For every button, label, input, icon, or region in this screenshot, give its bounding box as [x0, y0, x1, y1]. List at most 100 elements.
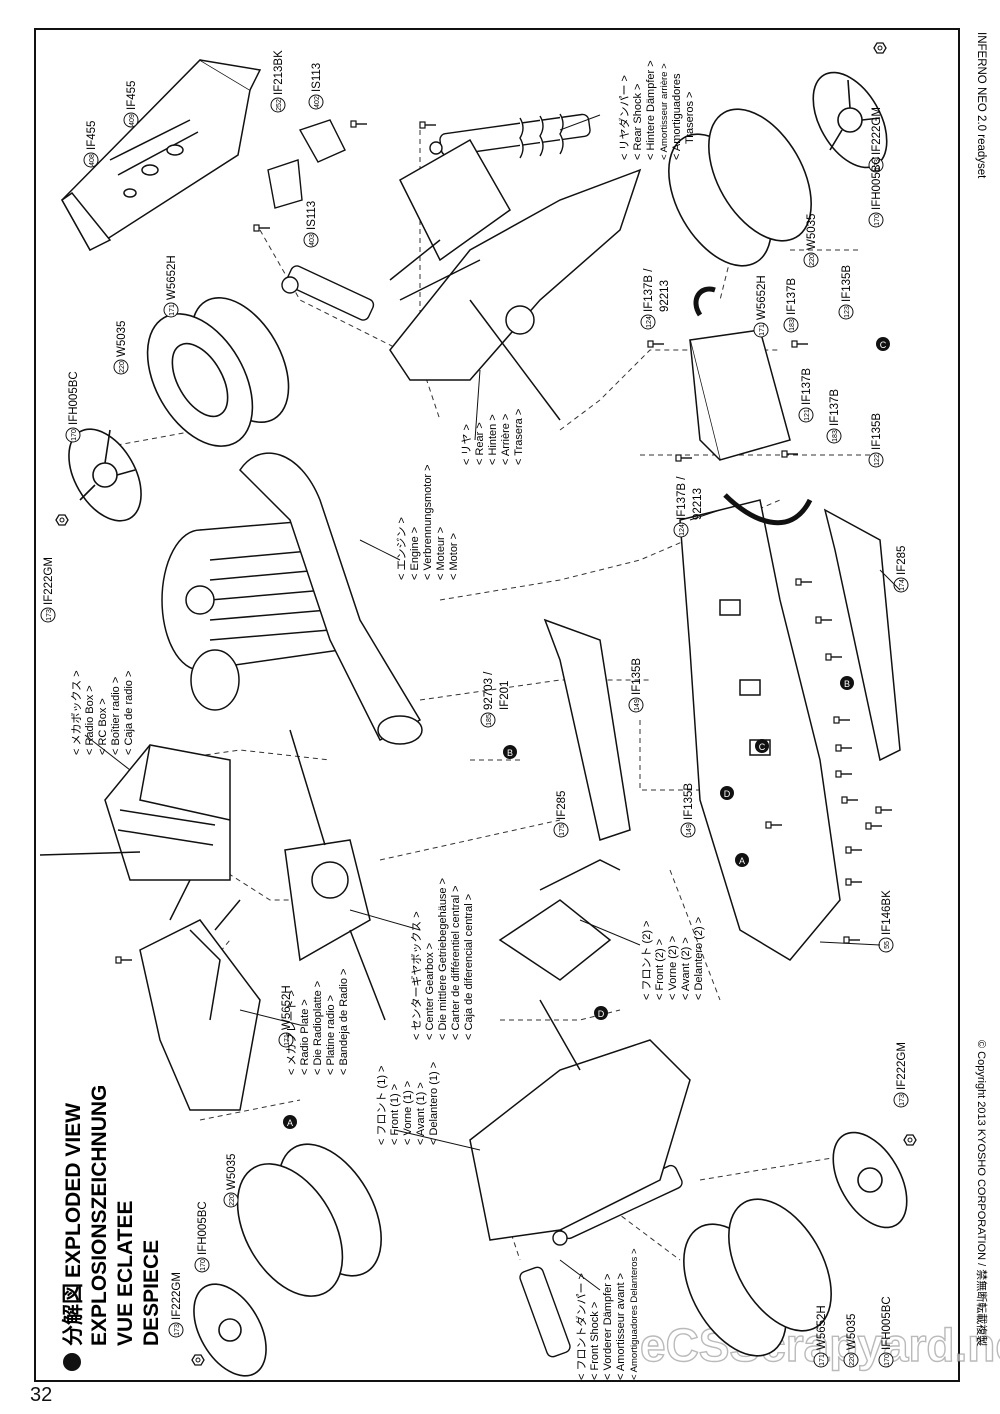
- label-front-2: < フロント (2) >< Front (2) >< Vorne (2) >< …: [641, 917, 705, 1000]
- svg-text:170: 170: [200, 1259, 207, 1271]
- marker-d-chassis: D: [720, 786, 734, 800]
- svg-text:171: 171: [169, 304, 176, 316]
- svg-text:< Vorne (1) >: < Vorne (1) >: [402, 1081, 414, 1145]
- engine: [161, 452, 423, 745]
- svg-text:< Trasera >: < Trasera >: [513, 409, 525, 465]
- svg-text:173: 173: [899, 1094, 906, 1106]
- front-assembly: [469, 859, 691, 1241]
- wing-mounts: [253, 119, 437, 232]
- fuel-tube: [693, 286, 813, 526]
- callout-122: 122 IF135B: [868, 413, 884, 468]
- svg-text:402: 402: [314, 96, 321, 108]
- svg-text:123: 123: [844, 306, 851, 318]
- marker-a-chassis: A: [735, 853, 749, 867]
- marker-d-front: D: [594, 1006, 608, 1020]
- svg-text:< リヤダンパー >: < リヤダンパー >: [617, 75, 631, 160]
- svg-text:< Amortisseur avant >: < Amortisseur avant >: [615, 1273, 627, 1380]
- callout-124-top: 124 IF137B / 92213: [640, 268, 671, 330]
- svg-text:408: 408: [89, 154, 96, 166]
- svg-text:IF137B /: IF137B /: [643, 268, 655, 312]
- svg-text:IFH005BC: IFH005BC: [881, 1296, 893, 1350]
- svg-text:IF222GM: IF222GM: [43, 557, 55, 605]
- marker-b-engine: B: [503, 745, 517, 759]
- front-shock-left: [519, 1266, 571, 1358]
- svg-text:< Hintere Dämpfer >: < Hintere Dämpfer >: [645, 60, 657, 160]
- svg-text:IF213BK: IF213BK: [273, 50, 285, 95]
- svg-text:< フロントダンパー >: < フロントダンパー >: [574, 1273, 588, 1380]
- svg-text:409: 409: [129, 114, 136, 126]
- svg-text:IF222GM: IF222GM: [871, 107, 883, 155]
- svg-text:IFH005BC: IFH005BC: [197, 1201, 209, 1255]
- svg-text:92213: 92213: [692, 488, 704, 520]
- svg-text:IF137B /: IF137B /: [676, 476, 688, 520]
- svg-text:< Caja de diferencial central: < Caja de diferencial central >: [463, 894, 475, 1040]
- svg-text:< Moteur >: < Moteur >: [435, 527, 447, 580]
- svg-text:W5652H: W5652H: [281, 985, 293, 1030]
- svg-text:IF135B: IF135B: [683, 783, 695, 820]
- svg-text:D: D: [598, 1009, 605, 1019]
- svg-text:< Front (2) >: < Front (2) >: [654, 939, 666, 1000]
- svg-text:170: 170: [71, 429, 78, 441]
- svg-text:W5035: W5035: [116, 321, 128, 357]
- svg-text:< フロント (1) >: < フロント (1) >: [376, 1066, 388, 1145]
- svg-text:W5035: W5035: [806, 214, 818, 250]
- section-heading: 分解図 EXPLODED VIEW EXPLOSIONSZEICHNUNG VU…: [61, 1085, 163, 1371]
- svg-text:IF285: IF285: [556, 791, 568, 820]
- callout-171-front-left: 171 W5652H: [278, 985, 294, 1048]
- svg-text:171: 171: [759, 324, 766, 336]
- heading-jp: 分解図: [61, 1283, 85, 1346]
- svg-text:IF135B: IF135B: [631, 658, 643, 695]
- svg-text:IF135B: IF135B: [871, 413, 883, 450]
- svg-text:173: 173: [46, 609, 53, 621]
- svg-text:220: 220: [119, 361, 126, 373]
- svg-text:B: B: [844, 679, 850, 689]
- rear-shock-left: [281, 265, 375, 321]
- svg-text:124: 124: [646, 316, 653, 328]
- svg-text:IF135B: IF135B: [841, 265, 853, 302]
- svg-text:IS113: IS113: [306, 201, 318, 230]
- heading-line-1: EXPLODED VIEW: [62, 1103, 85, 1278]
- svg-text:< Die mittlere Getriebegehäuse: < Die mittlere Getriebegehäuse >: [437, 878, 449, 1040]
- svg-text:W5035: W5035: [846, 1314, 858, 1350]
- svg-text:< Center Gearbox >: < Center Gearbox >: [424, 943, 436, 1040]
- svg-text:< エンジン >: < エンジン >: [396, 517, 408, 580]
- marker-c-chassis: C: [755, 739, 769, 753]
- svg-text:< Vorne (2) >: < Vorne (2) >: [667, 936, 679, 1000]
- svg-text:< センターギヤボックス >: < センターギヤボックス >: [410, 911, 423, 1040]
- svg-text:171: 171: [284, 1034, 291, 1046]
- svg-text:122: 122: [874, 454, 881, 466]
- tire-rear-right: [668, 71, 888, 267]
- svg-text:170: 170: [874, 214, 881, 226]
- fuel-tank-box: [689, 329, 791, 461]
- svg-text:< RC Box >: < RC Box >: [97, 698, 109, 755]
- svg-text:W5652H: W5652H: [166, 255, 178, 300]
- svg-text:< Rear Shock >: < Rear Shock >: [632, 84, 644, 160]
- marker-b-chassis: B: [840, 676, 854, 690]
- svg-text:121: 121: [804, 409, 811, 421]
- svg-text:C: C: [759, 742, 766, 752]
- svg-text:< Verbrennungsmotor >: < Verbrennungsmotor >: [422, 464, 434, 580]
- svg-text:< Amortisseur arrière >: < Amortisseur arrière >: [659, 63, 670, 160]
- marker-c-tank: C: [876, 337, 890, 351]
- svg-text:92213: 92213: [659, 280, 671, 312]
- svg-text:IF222GM: IF222GM: [896, 1042, 908, 1090]
- svg-text:IF137B: IF137B: [801, 368, 813, 405]
- tire-rear-left: [68, 297, 290, 522]
- svg-text:92703 /: 92703 /: [483, 671, 495, 710]
- svg-text:403: 403: [309, 234, 316, 246]
- svg-text:149: 149: [634, 699, 641, 711]
- svg-text:< Caja de radio >: < Caja de radio >: [123, 671, 135, 755]
